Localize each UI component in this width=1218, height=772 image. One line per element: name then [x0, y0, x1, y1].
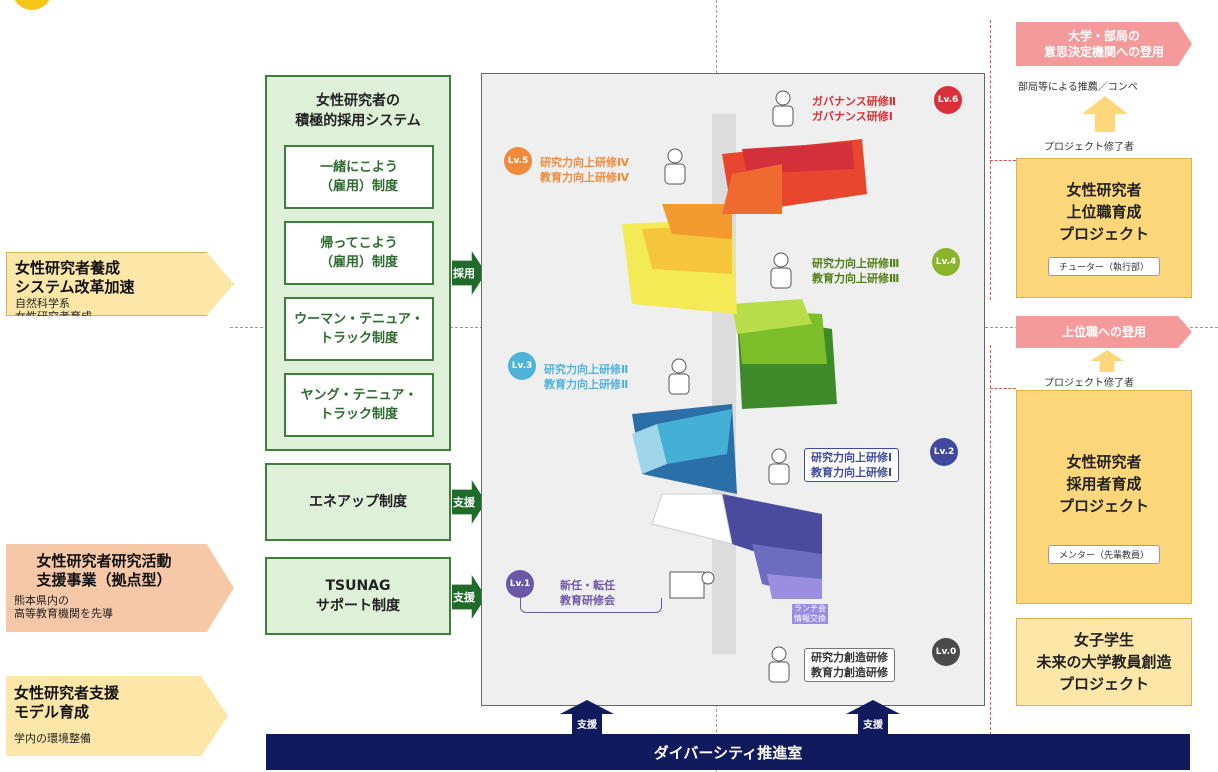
stair-segment-blue [632, 404, 737, 494]
tag-title: 女性研究者支援 モデル育成 [14, 684, 120, 721]
stair-segment-yellow [622, 204, 737, 314]
person-icon [660, 146, 690, 186]
hiring-system-panel: 女性研究者の 積極的採用システム 一緒にこよう （雇用）制度 帰ってこよう （雇… [265, 75, 451, 451]
level-badge-0: Lv.0 [932, 638, 960, 666]
tag-title: 女性研究者養成 システム改革加速 [15, 259, 135, 296]
right-connector-2 [990, 388, 1016, 389]
up-arrow [1082, 96, 1128, 132]
recommendation-note: 部局等による推薦／コンペ [1018, 82, 1138, 93]
level-badge-5: Lv.5 [504, 147, 532, 175]
level-text-2: 研究力向上研修Ⅰ 教育力向上研修Ⅰ [804, 448, 900, 482]
decision-body-appointment: 大学・部局の 意思決定機関への登用 [1016, 22, 1192, 66]
level-text-1: 新任・転任 教育研修会 [560, 579, 615, 607]
system-item: 帰ってこよう （雇用）制度 [284, 221, 434, 285]
project-role: メンター（先輩教員） [1047, 545, 1160, 564]
female-students-project: 女子学生 未来の大学教員創造 プロジェクト [1016, 618, 1192, 706]
person-icon [764, 446, 794, 486]
project-role: チューター（執行部） [1047, 257, 1160, 276]
person-icon [766, 250, 796, 290]
support-arrow-left: 支援 [560, 700, 614, 734]
tag-research-support: 女性研究者研究活動 支援事業（拠点型） 熊本県内の 高等教育機関を先導 [6, 544, 234, 632]
level-badge-6: Lv.6 [934, 86, 962, 114]
project-graduates-label: プロジェクト修了者 [1044, 142, 1134, 153]
tag-subtitle: 自然科学系 女性研究者育成 [15, 297, 92, 323]
right-connector-1 [990, 160, 1016, 161]
right-divider-bottom [990, 345, 991, 740]
person-icon [768, 88, 798, 128]
diversity-office-bar: ダイバーシティ推進室 [266, 734, 1190, 770]
staircase-panel [481, 73, 985, 706]
level-badge-4: Lv.4 [932, 248, 960, 276]
level-badge-2: Lv.2 [930, 438, 958, 466]
system-item: 一緒にこよう （雇用）制度 [284, 145, 434, 209]
teacher-screen-icon [668, 568, 718, 608]
project-graduates-label: プロジェクト修了者 [1044, 378, 1134, 389]
up-arrow [1090, 350, 1124, 372]
system-item: ヤング・テニュア・ トラック制度 [284, 373, 434, 437]
level-text-0: 研究力創造研修 教育力創造研修 [804, 648, 895, 682]
person-icon [764, 644, 794, 684]
spiral-staircase [622, 114, 867, 654]
level-badge-1: Lv.1 [506, 570, 534, 598]
support-label: 支援 [858, 713, 888, 734]
level-badge-3: Lv.3 [508, 352, 536, 380]
hiring-system-title: 女性研究者の 積極的採用システム [295, 93, 421, 129]
project-title: 女子学生 未来の大学教員創造 プロジェクト [1036, 631, 1172, 693]
eneup-system-box: エネアップ制度 [265, 463, 451, 541]
stair-segment-purple [651, 493, 822, 599]
project-title: 女性研究者 上位職育成 プロジェクト [1058, 181, 1149, 243]
tag-title: 女性研究者研究活動 支援事業（拠点型） [36, 552, 172, 589]
level-text-4: 研究力向上研修Ⅲ 教育力向上研修Ⅲ [812, 257, 900, 285]
tsunag-system-box: TSUNAG サポート制度 [265, 557, 451, 635]
stair-segment-green [732, 299, 837, 409]
person-icon [664, 356, 694, 396]
lv1-bracket [520, 598, 662, 613]
new-hire-project: 女性研究者 採用者育成 プロジェクト メンター（先輩教員） [1016, 390, 1192, 604]
tag-model-development: 女性研究者支援 モデル育成 学内の環境整備 [6, 676, 228, 756]
support-label: 支援 [572, 713, 602, 734]
corner-decoration [12, 0, 52, 10]
arrow-label: 採用 [453, 267, 475, 280]
system-item: ウーマン・テニュア・ トラック制度 [284, 297, 434, 361]
arrow-label: 支援 [453, 496, 475, 509]
tag-subtitle: 学内の環境整備 [14, 732, 91, 745]
level-text-5: 研究力向上研修Ⅳ 教育力向上研修Ⅳ [540, 156, 630, 184]
arrow-label: 支援 [453, 591, 475, 604]
senior-position-project: 女性研究者 上位職育成 プロジェクト チューター（執行部） [1016, 158, 1192, 298]
stair-segment-red [722, 139, 867, 214]
tag-system-reform: 女性研究者養成 システム改革加速 自然科学系 女性研究者育成 [6, 252, 234, 316]
tag-subtitle: 熊本県内の 高等教育機関を先導 [14, 594, 113, 620]
level-text-3: 研究力向上研修Ⅱ 教育力向上研修Ⅱ [544, 363, 629, 391]
project-title: 女性研究者 採用者育成 プロジェクト [1058, 453, 1149, 515]
level-text-6: ガバナンス研修Ⅱ ガバナンス研修Ⅰ [812, 95, 897, 123]
lunch-meeting-label: ランチ会 情報交換 [792, 604, 828, 624]
senior-position-appointment: 上位職への登用 [1016, 316, 1192, 348]
support-arrow-right: 支援 [846, 700, 900, 734]
